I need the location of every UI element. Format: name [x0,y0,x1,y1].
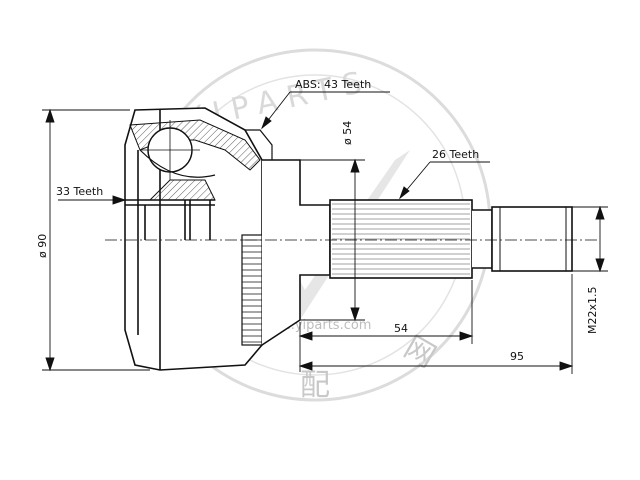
shaft-diameter-label: ø 54 [341,121,354,145]
outer-teeth-label: 33 Teeth [56,185,103,198]
watermark-cjk-center: 配 [300,368,330,403]
body-diameter-label: ø 90 [36,234,49,258]
ball [140,120,200,180]
dimension-lines [42,91,608,374]
length-95-label: 95 [510,350,524,363]
abs-teeth-label: ABS: 43 Teeth [295,78,371,91]
thread-size-label: M22x1.5 [586,287,599,335]
abs-ring [241,234,263,346]
inner-teeth-label: 26 Teeth [432,148,479,161]
threaded-end [472,206,573,272]
splined-shaft [329,199,473,279]
abs-seat [245,129,273,160]
watermark-cjk-right: 网 [398,330,441,375]
cage-arc [139,149,216,178]
inner-race-hatch [148,179,216,201]
length-54-label: 54 [394,322,408,335]
